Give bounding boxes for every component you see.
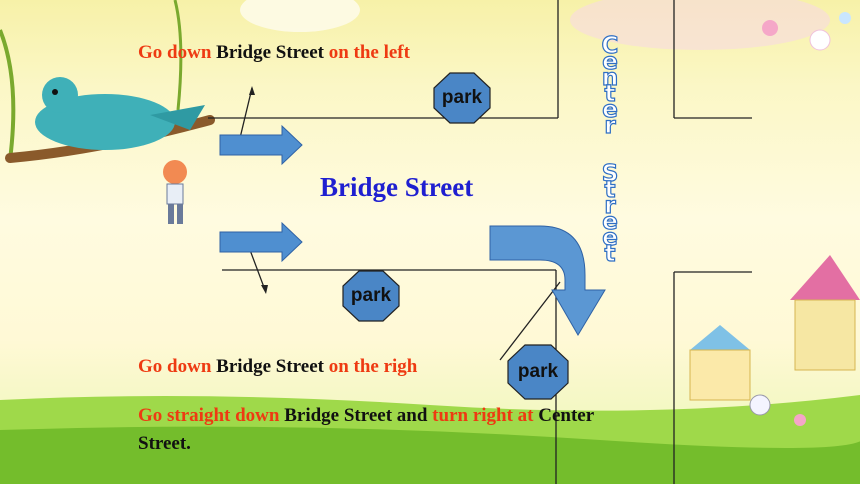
- flower-icon: [809, 29, 831, 51]
- instruction-right: Go down Bridge Street on the righ: [138, 356, 417, 378]
- instruction-right-street: Bridge Street: [216, 356, 324, 377]
- instruction-right-verb: Go down: [138, 356, 212, 377]
- flower-icon: [839, 12, 851, 24]
- right-arrow-icon: [219, 221, 303, 263]
- instruction-left: Go down Bridge Street on the left: [138, 42, 410, 64]
- park-sign-left: park: [342, 270, 400, 322]
- vertical-letter: t: [604, 177, 616, 203]
- park-label: park: [441, 87, 483, 108]
- vertical-letter: e: [602, 49, 619, 75]
- vertical-letter: t: [604, 241, 616, 267]
- vertical-letter: n: [601, 65, 619, 91]
- house-roof-icon: [790, 255, 860, 300]
- instruction-turn-target-end: Street.: [138, 433, 191, 454]
- vine-icon: [173, 0, 183, 111]
- flower-icon: [794, 414, 806, 426]
- instruction-left-verb: Go down: [138, 42, 212, 63]
- vertical-letter: r: [604, 193, 617, 219]
- right-turn-line: [249, 249, 266, 291]
- kid-head-icon: [163, 160, 187, 184]
- park-sign-right: park: [507, 344, 569, 400]
- instruction-left-direction: on the left: [328, 42, 410, 63]
- vertical-letter: C: [601, 33, 619, 59]
- kid-leg-icon: [177, 204, 183, 224]
- house-roof-icon: [690, 325, 750, 350]
- kid-leg-icon: [168, 204, 174, 224]
- instruction-left-street: Bridge Street: [216, 42, 324, 63]
- house-icon: [689, 349, 751, 401]
- flower-garland-icon: [570, 0, 830, 50]
- kid-body-icon: [166, 183, 184, 205]
- bird-tail-icon: [150, 105, 205, 130]
- flower-icon: [762, 20, 778, 36]
- vine-icon: [0, 29, 16, 161]
- vertical-letter: t: [604, 81, 616, 107]
- arrow-head-icon: [249, 86, 255, 95]
- bird-head-icon: [42, 77, 78, 113]
- vertical-letter: r: [604, 113, 617, 139]
- window-icon: [749, 394, 771, 416]
- park-sign-top: park: [433, 72, 491, 124]
- house-icon: [794, 299, 856, 371]
- vertical-letter: e: [602, 97, 619, 123]
- turn-right-arrow-icon: [489, 225, 606, 336]
- instruction-turn: Go straight down Bridge Street and turn …: [138, 402, 758, 458]
- instruction-right-direction: on the righ: [328, 356, 418, 377]
- arrow-head-icon: [261, 285, 268, 294]
- diagonal-line: [499, 281, 561, 361]
- flower-cluster-icon: [240, 0, 360, 32]
- instruction-turn-target: Center: [538, 405, 595, 426]
- park-label: park: [517, 361, 559, 382]
- right-arrow-icon: [219, 124, 303, 166]
- octagon-icon: [507, 344, 569, 400]
- instruction-turn-street: Bridge Street and: [284, 405, 428, 426]
- vertical-letter: e: [602, 225, 619, 251]
- vertical-street-label: C e n t e r S t r e e t: [590, 33, 630, 267]
- vertical-letter: e: [602, 209, 619, 235]
- vertical-letter: S: [601, 161, 619, 187]
- park-label: park: [350, 285, 392, 306]
- left-turn-line: [239, 87, 253, 139]
- octagon-icon: [342, 270, 400, 322]
- instruction-turn-verb: Go straight down: [138, 405, 280, 426]
- street-title: Bridge Street: [320, 172, 474, 202]
- octagon-icon: [433, 72, 491, 124]
- grass-icon: [0, 426, 860, 484]
- instruction-turn-direction: turn right at: [432, 405, 534, 426]
- bird-eye-icon: [52, 89, 58, 95]
